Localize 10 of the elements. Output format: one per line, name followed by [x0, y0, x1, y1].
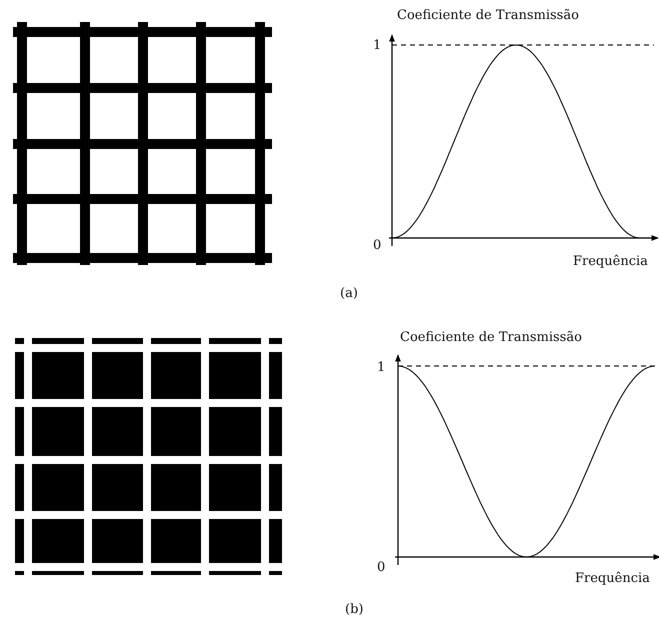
- tick-label: 0: [377, 560, 386, 575]
- axis-label: Coeficiente de Transmissão: [400, 330, 582, 345]
- axis-label: Frequência: [573, 254, 648, 269]
- axis-label: Coeficiente de Transmissão: [397, 8, 579, 23]
- axis-label: Frequência: [575, 571, 650, 586]
- panel-label: (b): [345, 602, 364, 617]
- tick-label: 1: [373, 38, 382, 53]
- tick-label: 1: [377, 360, 386, 375]
- panel-label: (a): [340, 286, 358, 301]
- tick-label: 0: [373, 238, 382, 253]
